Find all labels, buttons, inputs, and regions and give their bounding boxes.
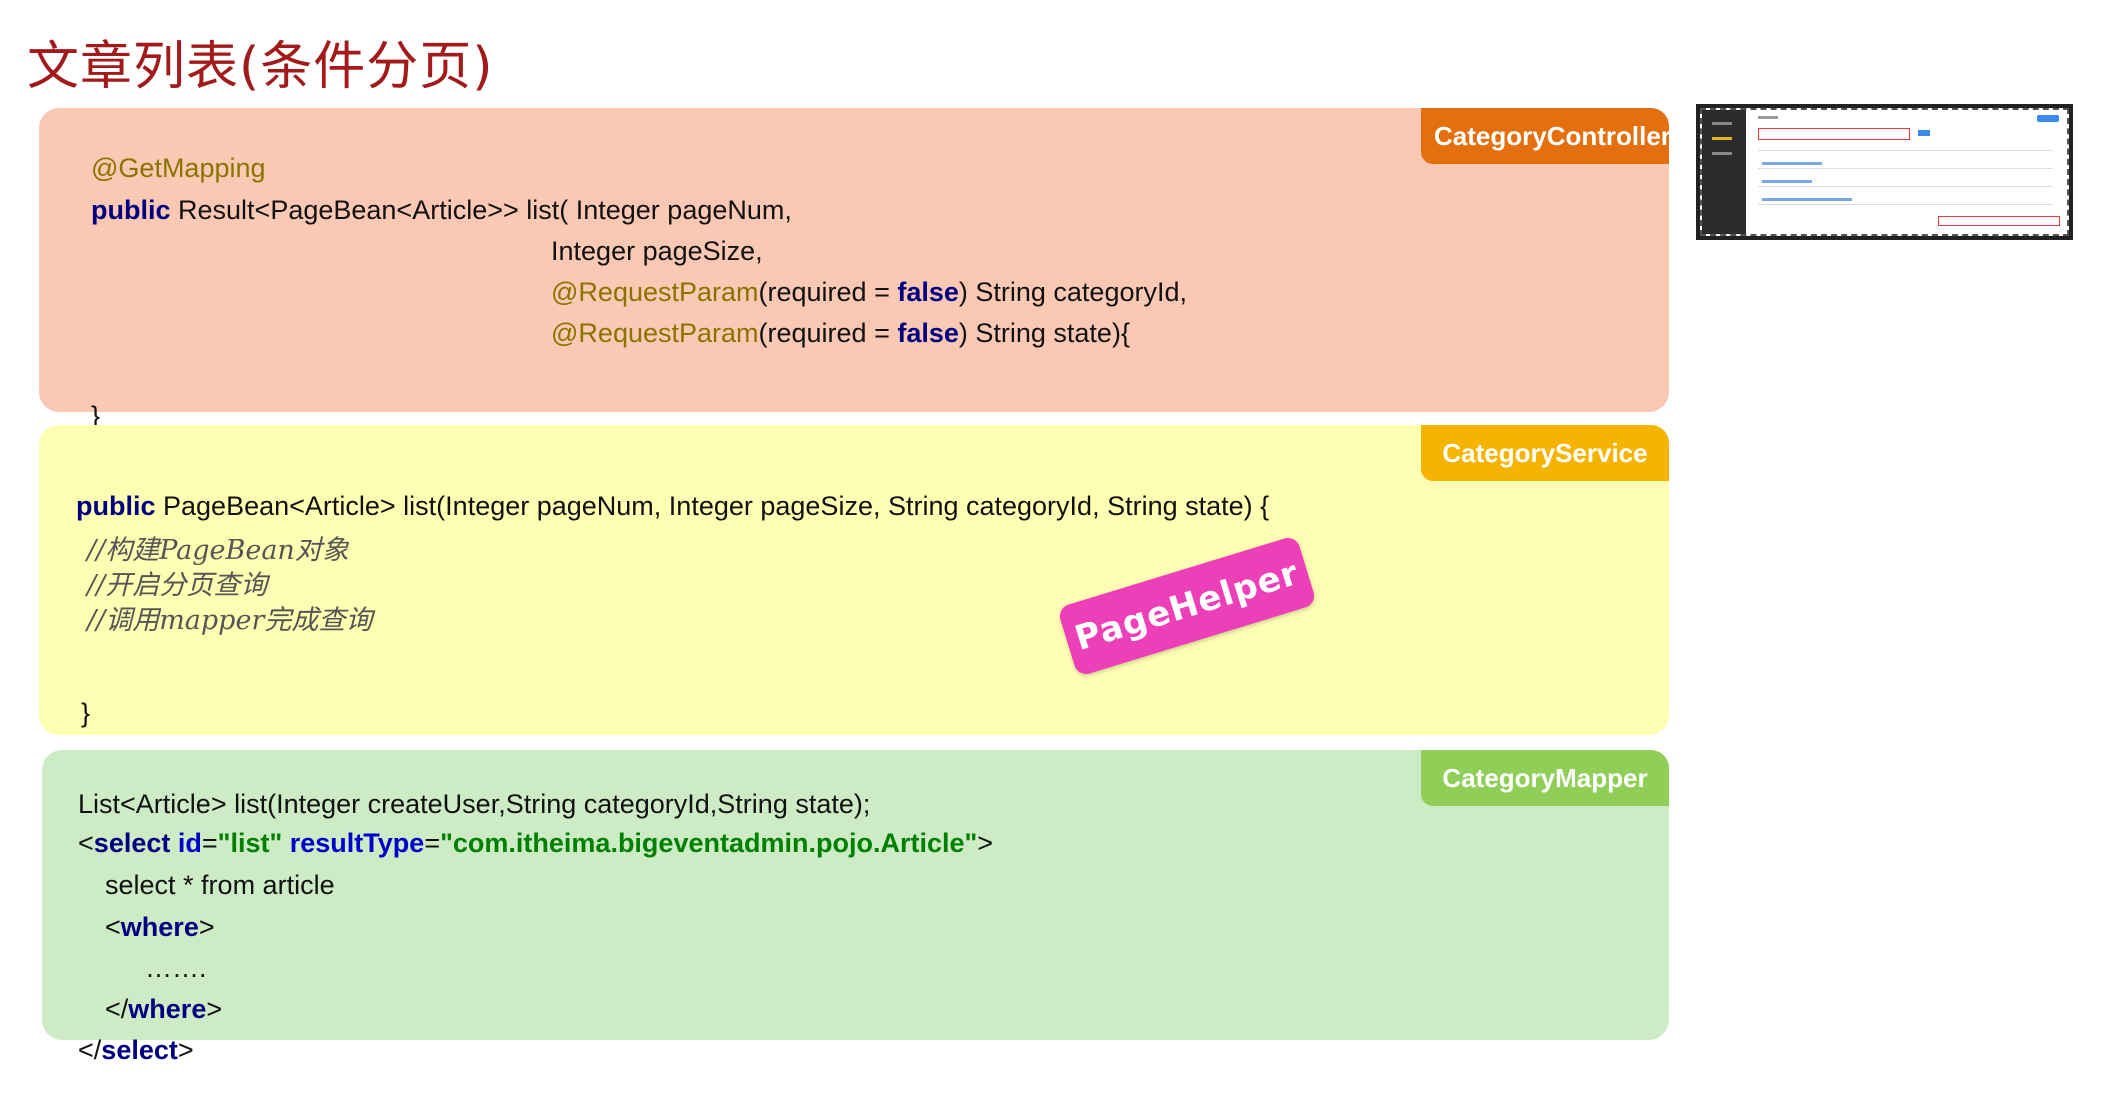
- code-text: >: [206, 994, 223, 1024]
- keyword: false: [897, 318, 959, 348]
- xml-tag: where: [128, 994, 207, 1024]
- code-text: <: [105, 912, 121, 942]
- thumbnail-cell: [1762, 180, 1812, 183]
- thumbnail-button: [2037, 115, 2059, 122]
- keyword: public: [91, 195, 171, 225]
- thumbnail-pager-highlight: [1938, 216, 2060, 226]
- code-text: >: [977, 828, 994, 858]
- code-comment: //开启分页查询: [87, 570, 268, 601]
- code-text: ) String state){: [958, 318, 1130, 348]
- code-comment: //调用mapper完成查询: [87, 605, 373, 636]
- service-panel: CategoryService public PageBean<Article>…: [39, 425, 1669, 735]
- code-text: >: [177, 1035, 194, 1065]
- ui-thumbnail: [1700, 108, 2069, 236]
- code-line: List<Article> list(Integer createUser,St…: [48, 758, 870, 851]
- code-line: </select>: [48, 1004, 194, 1097]
- code-text: …….: [145, 953, 207, 983]
- code-text: <: [78, 828, 94, 858]
- code-text: }: [91, 401, 101, 431]
- xml-tag: select: [101, 1035, 178, 1065]
- keyword: false: [897, 277, 959, 307]
- code-line: <where>: [75, 881, 215, 974]
- controller-panel: CategoryController @GetMapping public Re…: [39, 108, 1671, 431]
- thumbnail-query-button: [1918, 130, 1930, 136]
- thumbnail-filter-highlight: [1758, 128, 1910, 140]
- code-line: <select id="list" resultType="com.itheim…: [48, 797, 993, 890]
- code-text: PageBean<Article> list(Integer pageNum, …: [155, 491, 1270, 521]
- code-text: </: [78, 1035, 102, 1065]
- xml-value: "com.itheima.bigeventadmin.pojo.Article": [440, 828, 978, 858]
- xml-tag: select: [93, 828, 171, 858]
- code-text: ) String categoryId,: [958, 277, 1187, 307]
- code-line: public PageBean<Article> list(Integer pa…: [46, 460, 1269, 553]
- code-line: @GetMapping: [61, 122, 266, 215]
- code-text: (required =: [758, 277, 898, 307]
- code-line: @RequestParam(required = false) String c…: [521, 246, 1187, 339]
- mapper-panel: CategoryMapper List<Article> list(Intege…: [42, 750, 1669, 1065]
- thumbnail-cell: [1762, 162, 1822, 165]
- thumbnail-sidebar: [1702, 110, 1746, 234]
- thumbnail-row: [1758, 186, 2053, 187]
- code-line: }: [51, 667, 90, 760]
- xml-tag: where: [120, 912, 199, 942]
- annotation: @GetMapping: [91, 153, 266, 183]
- code-text: select * from article: [105, 870, 335, 900]
- code-text: </: [105, 994, 129, 1024]
- thumbnail-row: [1758, 204, 2053, 205]
- code-comment: //构建PageBean对象: [87, 535, 349, 566]
- code-text: =: [424, 828, 441, 858]
- mapper-tag: CategoryMapper: [1421, 750, 1669, 806]
- code-line: </where>: [75, 963, 222, 1056]
- service-tag: CategoryService: [1421, 425, 1669, 481]
- code-text: Integer pageSize,: [551, 236, 763, 266]
- annotation: @RequestParam: [551, 318, 759, 348]
- annotation: @RequestParam: [551, 277, 759, 307]
- code-text: =: [201, 828, 218, 858]
- code-text: (required =: [758, 318, 898, 348]
- code-line: Integer pageSize,: [521, 205, 763, 298]
- page-title: 文章列表(条件分页): [27, 37, 494, 97]
- thumbnail-header: [1758, 116, 1778, 119]
- code-text: >: [198, 912, 215, 942]
- code-text: }: [81, 698, 91, 728]
- code-line: public Result<PageBean<Article>> list( I…: [61, 164, 792, 257]
- thumbnail-row: [1758, 150, 2053, 151]
- xml-attr: id: [170, 828, 202, 858]
- keyword: public: [76, 491, 156, 521]
- code-text: List<Article> list(Integer createUser,St…: [78, 789, 871, 819]
- thumbnail-cell: [1762, 198, 1852, 201]
- xml-attr: resultType: [282, 828, 425, 858]
- thumbnail-row: [1758, 168, 2053, 169]
- xml-value: "list": [217, 828, 283, 858]
- code-text: Result<PageBean<Article>> list( Integer …: [170, 195, 792, 225]
- code-line: …….: [115, 922, 207, 1015]
- controller-tag: CategoryController: [1421, 108, 1671, 164]
- code-line: @RequestParam(required = false) String s…: [521, 287, 1130, 380]
- code-line: }: [61, 370, 100, 463]
- code-line: select * from article: [75, 839, 335, 932]
